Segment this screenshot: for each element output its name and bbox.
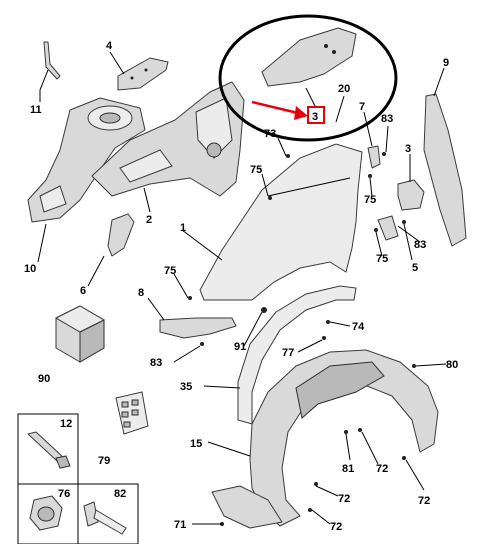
svg-text:76: 76 [58, 488, 70, 500]
callout-10: 10 [24, 263, 36, 275]
part-3-highlight-bracket [261, 27, 357, 87]
callout-1: 1 [180, 222, 186, 234]
callout-75d: 75 [376, 253, 388, 265]
callout-75c: 75 [364, 194, 376, 206]
callout-11: 11 [30, 104, 42, 116]
callout-75a: 75 [250, 164, 262, 176]
callout-5: 5 [412, 262, 418, 274]
part-8-bracket [159, 317, 237, 339]
callout-9: 9 [443, 57, 449, 69]
callout-labels: 1 2 3 3 4 5 6 7 8 9 10 11 15 20 35 71 72… [24, 40, 458, 533]
callout-72b: 72 [418, 495, 430, 507]
callout-83b: 83 [414, 239, 426, 251]
highlight-ellipse [218, 14, 398, 142]
callout-35: 35 [180, 381, 192, 393]
part-1-front-fender [199, 143, 363, 301]
highlight-arrow [251, 100, 308, 120]
callout-80: 80 [446, 359, 458, 371]
leader-lines [37, 51, 447, 525]
callout-72c: 72 [338, 493, 350, 505]
callout-77: 77 [282, 347, 294, 359]
part-3-clip-bracket [397, 179, 425, 211]
callout-90: 90 [38, 373, 50, 385]
part-6-bracket [107, 213, 135, 257]
callout-2: 2 [146, 214, 152, 226]
part-5-bracket [377, 215, 399, 241]
part-9-side-bracket [423, 93, 467, 247]
callout-75b: 75 [164, 265, 176, 277]
detail-box-12: 12 [17, 413, 79, 485]
svg-text:82: 82 [114, 488, 126, 500]
callout-74: 74 [352, 321, 365, 333]
callout-71: 71 [174, 519, 186, 531]
part-7-bracket [367, 145, 381, 169]
callout-83a: 83 [381, 113, 393, 125]
callout-20: 20 [338, 83, 350, 95]
part-11-rod [43, 41, 61, 80]
callout-3a: 3 [312, 111, 318, 123]
detail-box-76: 76 [17, 483, 79, 544]
callout-4: 4 [106, 40, 113, 52]
callout-72a: 72 [376, 463, 388, 475]
highlight-box [307, 106, 325, 124]
detail-box-82: 82 [77, 483, 139, 544]
callout-15: 15 [190, 438, 202, 450]
callout-8: 8 [138, 287, 144, 299]
part-35-arch-molding [237, 285, 357, 425]
callout-6: 6 [80, 285, 86, 297]
callout-7: 7 [359, 101, 365, 113]
callout-83c: 83 [150, 357, 162, 369]
callout-3b: 3 [405, 143, 411, 155]
callout-81: 81 [342, 463, 354, 475]
callout-91: 91 [234, 341, 246, 353]
part-71-lower-tray [211, 485, 283, 529]
callout-73: 73 [264, 128, 276, 140]
callout-72d: 72 [330, 521, 342, 533]
svg-text:12: 12 [60, 418, 72, 430]
callout-79: 79 [98, 455, 110, 467]
part-4-bracket [117, 57, 169, 91]
